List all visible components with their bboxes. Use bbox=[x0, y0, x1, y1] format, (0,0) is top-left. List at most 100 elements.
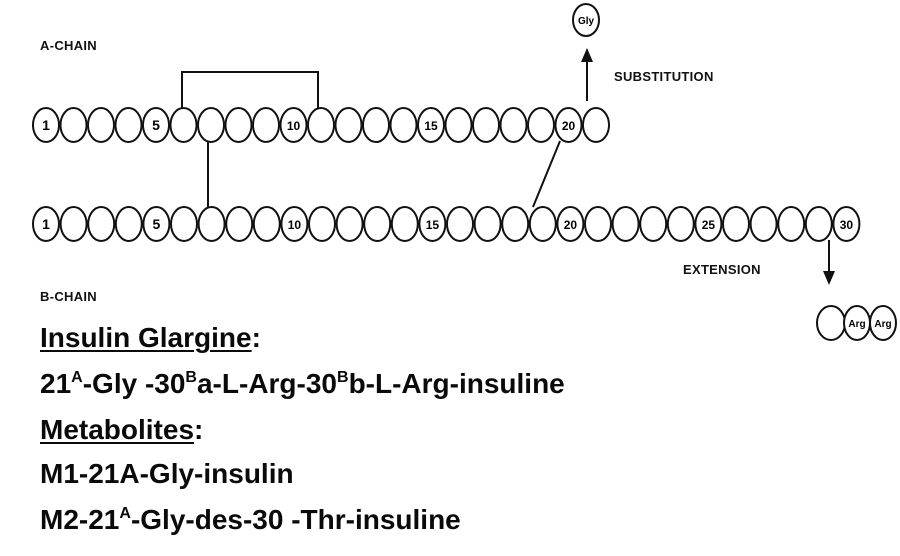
a-chain-residue-number: 1 bbox=[42, 117, 50, 133]
b-chain-residue bbox=[446, 206, 474, 242]
a-chain-residue bbox=[554, 107, 583, 143]
glargine-title-colon: : bbox=[251, 322, 261, 353]
disulfide-bonds bbox=[181, 71, 561, 208]
a-chain-residue bbox=[307, 107, 335, 143]
a-chain-residue bbox=[499, 107, 528, 143]
b-chain-residue bbox=[335, 206, 364, 242]
b-chain-residue bbox=[59, 206, 88, 242]
a-chain-residue bbox=[444, 107, 473, 143]
b-chain-residue bbox=[473, 206, 502, 242]
intrachain-bond-a6-a11 bbox=[181, 71, 319, 108]
a-chain-residue bbox=[389, 107, 418, 143]
formula-part: b-L-Arg-insuline bbox=[348, 368, 565, 399]
m2-superscript: A bbox=[119, 505, 131, 522]
b-chain-residue bbox=[418, 206, 447, 242]
arg-label-2: Arg bbox=[874, 319, 891, 330]
b-chain-residue bbox=[639, 206, 668, 242]
formula-superscript: B bbox=[337, 369, 349, 386]
formula-part: -Gly -30 bbox=[82, 368, 186, 399]
metabolite-m2: M2-21A-Gly-des-30 -Thr-insuline bbox=[40, 504, 461, 536]
substitution-label: SUBSTITUTION bbox=[614, 69, 714, 84]
a-chain-label: A-CHAIN bbox=[40, 38, 97, 53]
m2-part: -Gly-des-30 -Thr-insuline bbox=[130, 504, 461, 535]
a-chain-residue bbox=[527, 107, 555, 143]
b-chain-residue-number: 10 bbox=[288, 218, 302, 232]
metabolite-m1: M1-21A-Gly-insulin bbox=[40, 458, 294, 490]
a-chain-residue-number: 5 bbox=[152, 117, 160, 133]
metabolites-title-colon: : bbox=[194, 414, 204, 445]
a-chain-residue bbox=[224, 107, 253, 143]
a-chain-residue bbox=[362, 107, 390, 143]
a-chain-residue-number: 10 bbox=[287, 119, 301, 133]
a-chain-residue bbox=[472, 107, 500, 143]
a-chain-residue bbox=[59, 107, 88, 143]
arg-label-1: Arg bbox=[848, 319, 865, 330]
b-chain-residue bbox=[611, 206, 640, 242]
a-chain-residue-number: 20 bbox=[562, 119, 576, 133]
b-chain-residue-number: 5 bbox=[153, 216, 161, 232]
a-chain-residue bbox=[334, 107, 363, 143]
extension-residue-thr bbox=[816, 305, 846, 341]
gly-label: Gly bbox=[578, 16, 595, 27]
a-chain-residue bbox=[417, 107, 445, 143]
b-chain-residue bbox=[390, 206, 419, 242]
b-chain-residue bbox=[666, 206, 695, 242]
a-chain-residue bbox=[87, 107, 115, 143]
b-chain-residue bbox=[252, 206, 281, 242]
b-chain-residue bbox=[722, 206, 750, 242]
b-chain-label: B-CHAIN bbox=[40, 289, 97, 304]
b-chain-residue bbox=[363, 206, 392, 242]
extension-arrow-head bbox=[823, 271, 835, 285]
formula-part: 21 bbox=[40, 368, 72, 399]
b-chain-residue bbox=[142, 206, 171, 242]
metabolites-title: Metabolites bbox=[40, 414, 195, 445]
glargine-heading: Insulin Glargine: bbox=[40, 322, 261, 354]
b-chain-residue-number: 30 bbox=[840, 218, 854, 232]
a-chain-residue bbox=[582, 107, 610, 143]
a-chain-residue bbox=[169, 107, 198, 143]
substitution-arrow-head bbox=[581, 48, 593, 62]
a-chain-residue bbox=[142, 107, 170, 143]
glargine-title: Insulin Glargine bbox=[40, 322, 252, 353]
b-chain-residue bbox=[804, 206, 833, 242]
gly-residue bbox=[572, 3, 600, 37]
b-chain-residue-number: 15 bbox=[426, 218, 440, 232]
extension-label: EXTENSION bbox=[683, 262, 761, 277]
b-chain-residue-number: 1 bbox=[42, 216, 50, 232]
b-chain-residue bbox=[749, 206, 778, 242]
formula-part: a-L-Arg-30 bbox=[196, 368, 337, 399]
interchain-bond-a20-b19 bbox=[532, 140, 561, 208]
b-chain-residue bbox=[556, 206, 585, 242]
b-chain-residue bbox=[114, 206, 143, 242]
extension-mark: Arg Arg bbox=[816, 240, 897, 341]
b-chain-residue bbox=[501, 206, 530, 242]
substitution-mark: Gly bbox=[572, 3, 600, 101]
glargine-formula: 21A-Gly -30Ba-L-Arg-30Bb-L-Arg-insuline bbox=[40, 368, 565, 400]
b-chain-residue bbox=[280, 206, 309, 242]
formula-superscript: B bbox=[185, 369, 197, 386]
b-chain-residue bbox=[87, 206, 116, 242]
b-chain-residue bbox=[32, 206, 60, 242]
a-chain-residue bbox=[279, 107, 308, 143]
m1-text: M1-21A-Gly-insulin bbox=[40, 458, 294, 489]
a-chain-residue-number: 15 bbox=[424, 119, 438, 133]
a-chain-residue bbox=[252, 107, 280, 143]
b-chain-residue bbox=[225, 206, 254, 242]
b-chain-residue bbox=[197, 206, 226, 242]
b-chain-residue bbox=[170, 206, 198, 242]
b-chain-residue bbox=[694, 206, 723, 242]
b-chain-residue-number: 20 bbox=[564, 218, 578, 232]
b-chain-residue-number: 25 bbox=[702, 218, 716, 232]
m2-part: M2-21 bbox=[40, 504, 120, 535]
arg-residue-2 bbox=[869, 305, 897, 341]
a-chain-residue bbox=[114, 107, 143, 143]
b-chain-residue bbox=[777, 206, 806, 242]
b-chain-residue bbox=[584, 206, 612, 242]
b-chain-residue bbox=[832, 206, 861, 242]
formula-superscript: A bbox=[71, 369, 83, 386]
a-chain-residue bbox=[197, 107, 225, 143]
metabolites-heading: Metabolites: bbox=[40, 414, 203, 446]
